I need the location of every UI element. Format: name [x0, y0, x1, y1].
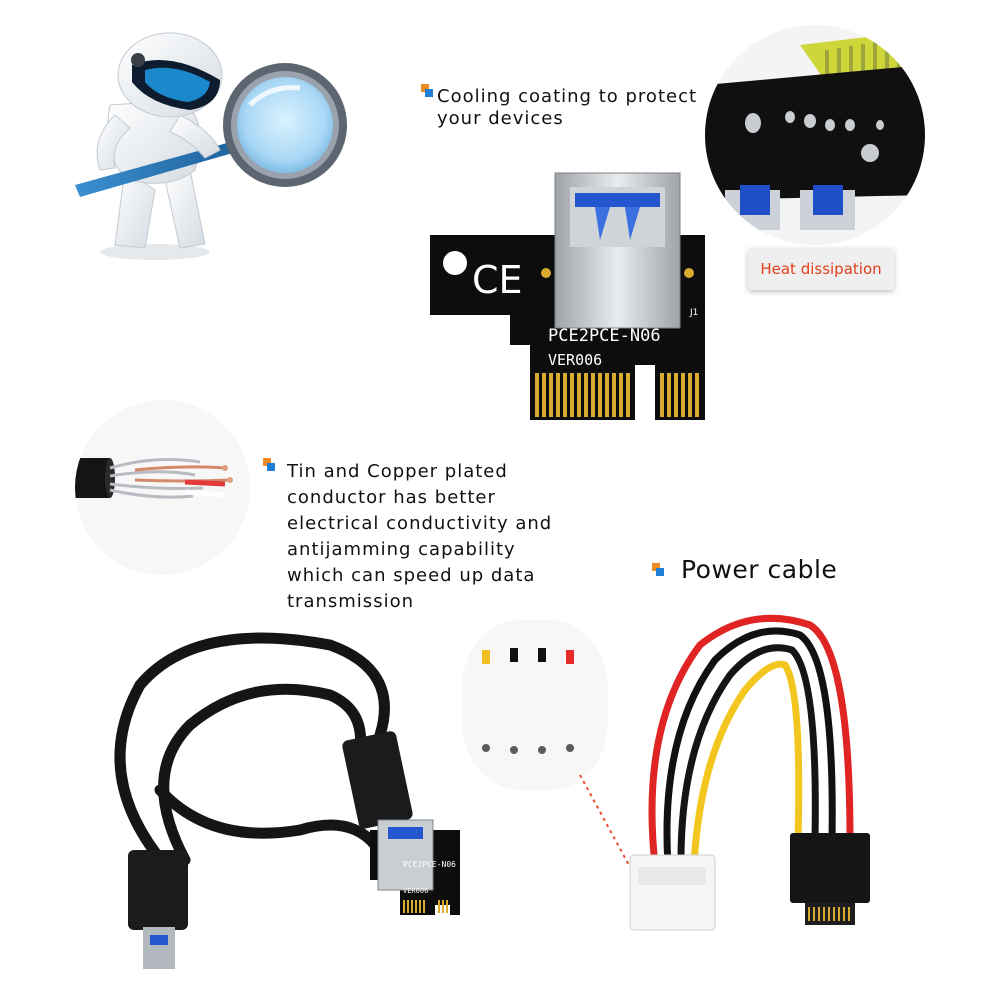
riser-board-photo: CE J1 PCE2PCE-N06 VER006 [430, 172, 705, 420]
molex-closeup-photo [462, 620, 608, 790]
mini-board-version-label: VER006 [403, 887, 428, 895]
robot-magnifier-mascot [75, 32, 347, 260]
conductor-caption: Tin and Copper plated conductor has bett… [287, 459, 552, 615]
cable-cross-section-photo [75, 400, 250, 575]
board-model-label: PCE2PCE-N06 [548, 326, 661, 346]
cooling-caption: Cooling coating to protect your devices [437, 84, 697, 132]
usb-cable-photo: PCE2PCE-N06 VER006 [114, 632, 460, 969]
board-closeup-photo [705, 25, 925, 245]
conductor-caption-line: electrical conductivity and [287, 513, 553, 534]
power-cable-photo [629, 614, 870, 931]
mini-board-model-label: PCE2PCE-N06 [403, 860, 456, 869]
cooling-caption-line: Cooling coating to protect [437, 86, 698, 107]
heat-dissipation-badge: Heat dissipation [748, 248, 894, 290]
square-bullet-icon [421, 84, 435, 98]
conductor-caption-line: antijamming capability [287, 539, 516, 560]
square-bullet-icon [263, 458, 277, 472]
conductor-caption-line: conductor has better [287, 487, 496, 508]
power-cable-caption: Power cable [681, 555, 838, 584]
conductor-caption-line: transmission [287, 591, 414, 612]
cooling-caption-line: your devices [437, 108, 564, 129]
square-bullet-icon [652, 563, 666, 577]
leader-line [579, 774, 638, 881]
conductor-caption-line: Tin and Copper plated [287, 461, 508, 482]
conductor-caption-line: which can speed up data [287, 565, 536, 586]
ce-mark: CE [472, 258, 523, 302]
board-version-label: VER006 [548, 351, 602, 369]
board-ref-label: J1 [689, 308, 698, 318]
